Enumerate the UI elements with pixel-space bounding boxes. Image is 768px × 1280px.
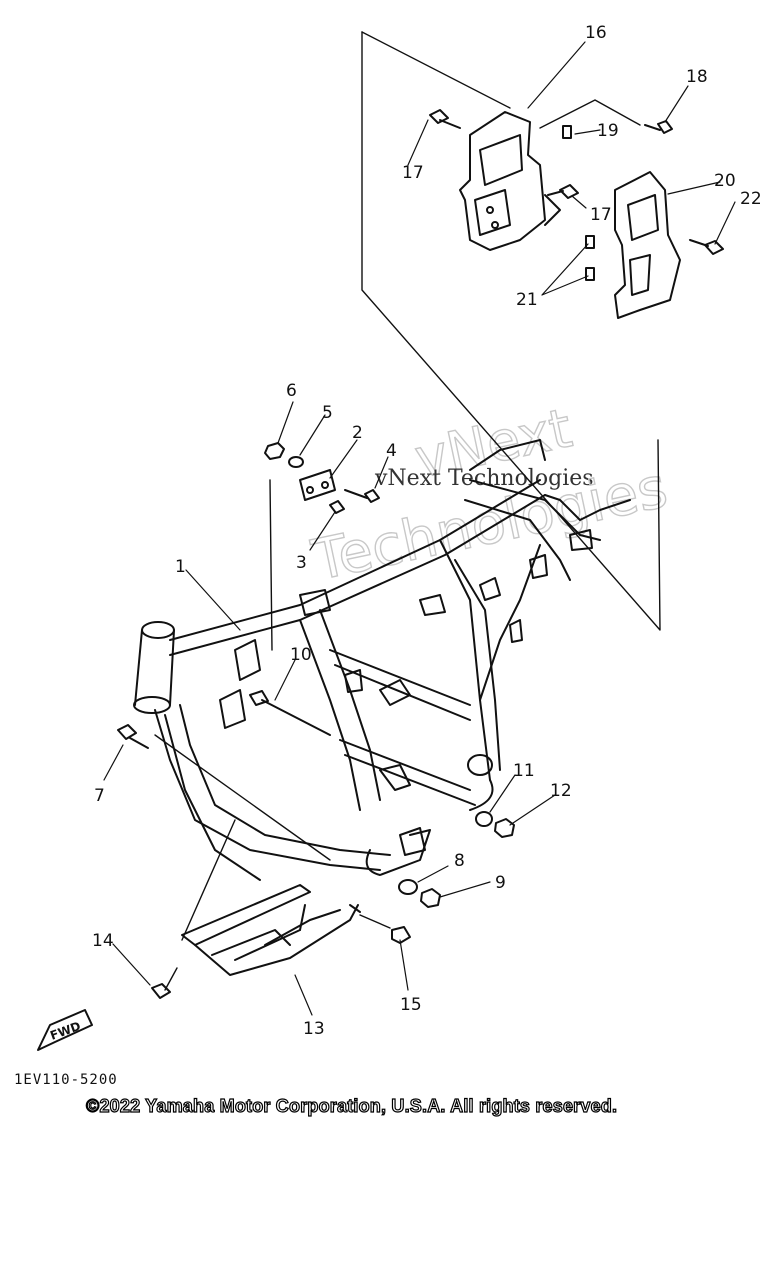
diagram-code: 1EV110-5200: [14, 1072, 118, 1088]
part-label-21: 21: [516, 290, 538, 310]
part-label-10: 10: [290, 645, 312, 665]
part-label-12: 12: [550, 781, 572, 801]
bolt-part-7: [117, 724, 149, 749]
fwd-arrow-icon: [37, 1009, 93, 1051]
bolt-part-14: [151, 819, 236, 999]
collar-part-11: [475, 811, 493, 827]
watermark-middle: vNext Technologies: [374, 466, 594, 491]
nut-part-6: [264, 442, 285, 460]
part-label-17a: 17: [402, 163, 424, 183]
part-label-8: 8: [454, 851, 465, 871]
bolt-part-10: [249, 690, 331, 736]
bolt-part-17: [429, 109, 579, 199]
copyright-notice: ©2022 Yamaha Motor Corporation, U.S.A. A…: [85, 1095, 618, 1116]
bolt-part-18: [644, 120, 673, 134]
part-label-1: 1: [175, 557, 186, 577]
leader-lines: [103, 41, 736, 1016]
main-frame: [133, 439, 631, 881]
part-label-6: 6: [286, 381, 297, 401]
part-label-4: 4: [386, 441, 397, 461]
collar-part-8: [398, 879, 418, 895]
part-label-13: 13: [303, 1019, 325, 1039]
part-label-17b: 17: [590, 205, 612, 225]
mount-part-2: [299, 469, 336, 501]
collar-part-15: [359, 914, 411, 944]
washer-part-5: [288, 456, 304, 468]
part-label-9: 9: [495, 873, 506, 893]
cover-part-20: [614, 171, 681, 319]
bolt-part-3: [329, 500, 345, 514]
part-label-7: 7: [94, 786, 105, 806]
nut-part-12: [494, 818, 515, 838]
nut-part-9: [420, 888, 441, 908]
skid-plate-part-13: [181, 884, 361, 976]
part-label-5: 5: [322, 403, 333, 423]
part-label-22: 22: [740, 189, 762, 209]
part-label-20: 20: [714, 171, 736, 191]
part-label-14: 14: [92, 931, 114, 951]
part-label-19: 19: [597, 121, 619, 141]
clip-part-19: [562, 125, 595, 281]
bracket-group-outline: [361, 31, 661, 631]
part-label-3: 3: [296, 553, 307, 573]
part-labels: 1 2 3 4 5 6 7 8 9 10 11 12 13 14 15 16 1…: [92, 23, 762, 1039]
part-label-15: 15: [400, 995, 422, 1015]
part-label-2: 2: [352, 423, 363, 443]
bracket-part-16: [459, 111, 561, 251]
part-label-11: 11: [513, 761, 535, 781]
part-label-18: 18: [686, 67, 708, 87]
bolt-part-22: [689, 239, 724, 255]
part-label-16: 16: [585, 23, 607, 43]
bolt-part-4: [344, 489, 380, 503]
